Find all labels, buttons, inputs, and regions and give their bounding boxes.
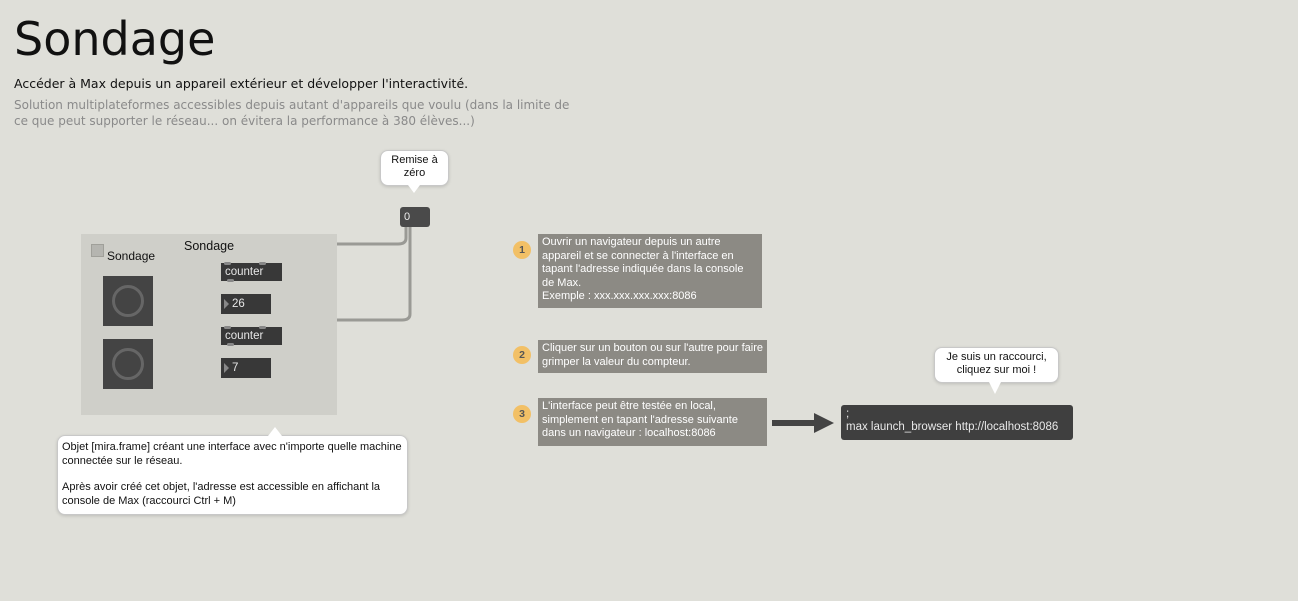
- bubble-tail: [268, 427, 282, 436]
- step-1-example: Exemple : xxx.xxx.xxx.xxx:8086: [542, 290, 697, 302]
- frame-title: Sondage: [184, 239, 235, 253]
- launch-browser-message[interactable]: ; max launch_browser http://localhost:80…: [841, 405, 1073, 440]
- reset-message-value: 0: [404, 211, 411, 223]
- message-line-2: max launch_browser http://localhost:8086: [846, 421, 1059, 433]
- page-title: Sondage: [14, 12, 216, 66]
- shortcut-bubble: Je suis un raccourci, cliquez sur moi !: [934, 347, 1059, 394]
- number-box-value: 7: [232, 362, 239, 374]
- shortcut-bubble-text: Je suis un raccourci, cliquez sur moi !: [946, 351, 1047, 376]
- bubble-tail: [989, 382, 1001, 394]
- counter-label: counter: [225, 330, 264, 342]
- dial-1[interactable]: [103, 276, 153, 326]
- counter-object-2[interactable]: counter: [221, 326, 282, 346]
- step-badge-1: 1: [513, 241, 531, 259]
- sondage-toggle[interactable]: [91, 244, 104, 257]
- step-badge-3: 3: [513, 405, 531, 423]
- dial-icon: [112, 348, 144, 380]
- number-box-triangle-icon: [224, 299, 229, 309]
- page-description: Solution multiplateformes accessibles de…: [14, 98, 570, 128]
- inlet: [259, 326, 266, 329]
- step-note-2: Cliquer sur un bouton ou sur l'autre pou…: [538, 340, 767, 373]
- number-box-1[interactable]: 26: [221, 294, 271, 314]
- step-1-text: Ouvrir un navigateur depuis un autre app…: [542, 236, 744, 289]
- dial-icon: [112, 285, 144, 317]
- reset-bubble-text: Remise à zéro: [391, 154, 438, 179]
- step-note-1: Ouvrir un navigateur depuis un autre app…: [538, 234, 762, 308]
- dial-2[interactable]: [103, 339, 153, 389]
- page-subtitle: Accéder à Max depuis un appareil extérie…: [14, 76, 469, 91]
- step-note-3: L'interface peut être testée en local, s…: [538, 398, 767, 446]
- number-box-value: 26: [232, 298, 245, 310]
- inlet: [259, 262, 266, 265]
- reset-bubble: Remise à zéro: [380, 150, 449, 193]
- reset-message[interactable]: 0: [400, 207, 430, 227]
- bubble-tail: [408, 185, 420, 193]
- step-3-text: L'interface peut être testée en local, s…: [542, 400, 738, 439]
- inlet: [224, 326, 231, 329]
- number-box-2[interactable]: 7: [221, 358, 271, 378]
- number-box-triangle-icon: [224, 363, 229, 373]
- toggle-label: Sondage: [107, 249, 156, 263]
- frame-comment-line1: Objet [mira.frame] créant une interface …: [62, 441, 402, 467]
- outlet: [227, 279, 234, 282]
- step-badge-2: 2: [513, 346, 531, 364]
- step-2-text: Cliquer sur un bouton ou sur l'autre pou…: [542, 342, 764, 368]
- message-line-1: ;: [846, 408, 850, 420]
- arrow-right-icon: [772, 413, 834, 433]
- counter-label: counter: [225, 266, 264, 278]
- inlet: [224, 262, 231, 265]
- counter-object-1[interactable]: counter: [221, 262, 282, 282]
- frame-comment-line2: Après avoir créé cet objet, l'adresse es…: [62, 481, 381, 507]
- outlet: [227, 343, 234, 346]
- frame-comment-bubble: Objet [mira.frame] créant une interface …: [57, 427, 408, 515]
